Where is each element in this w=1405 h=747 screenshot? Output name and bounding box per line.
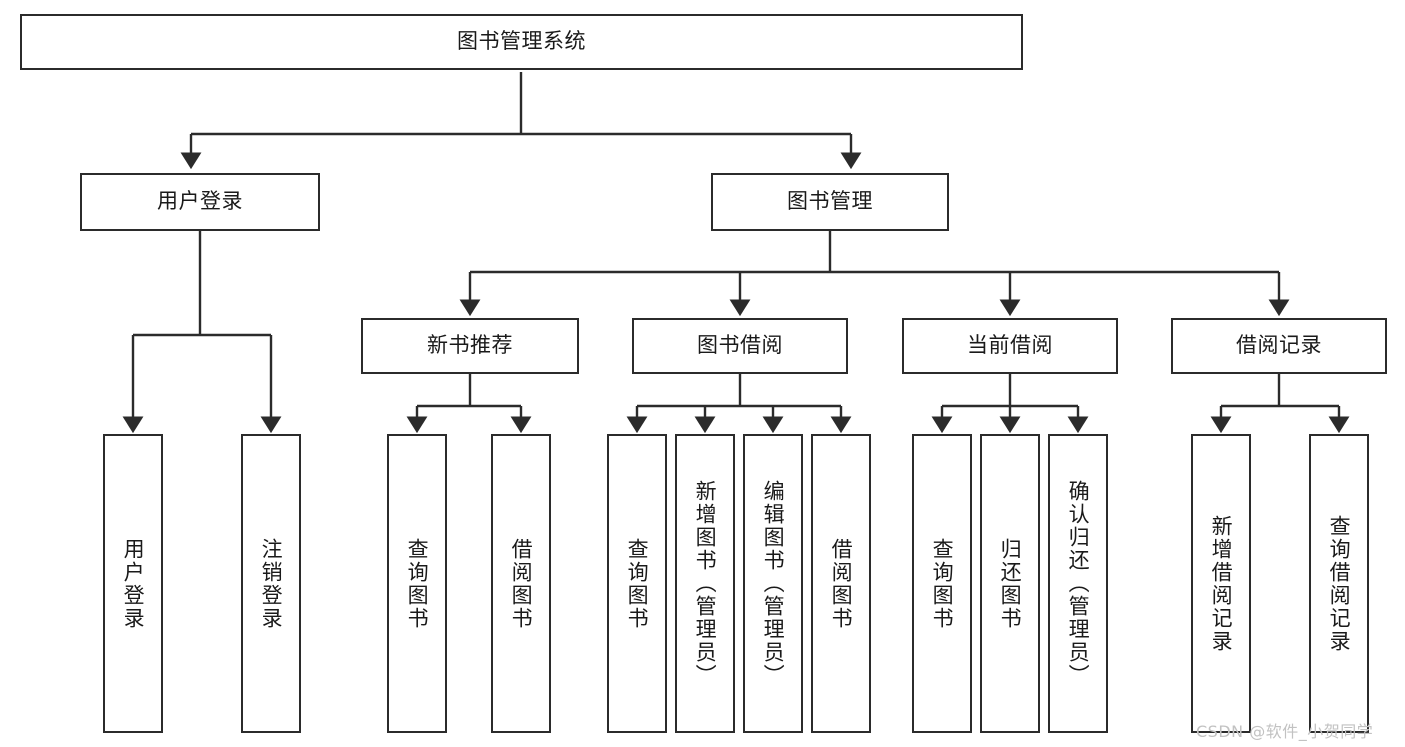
node-leaf-cur-query-label: 查询图书: [930, 537, 955, 630]
node-leaf-borrow-add-label: 新增图书（管理员）: [693, 480, 718, 687]
node-leaf-rec-query-label: 查询图书: [405, 537, 430, 630]
node-book-borrow-label: 图书借阅: [697, 333, 783, 358]
node-leaf-borrow-lend[interactable]: 借阅图书: [811, 434, 871, 733]
node-root-label: 图书管理系统: [457, 29, 586, 54]
node-book-borrow[interactable]: 图书借阅: [632, 318, 848, 374]
node-leaf-borrow-query-label: 查询图书: [625, 537, 650, 630]
node-leaf-rec-add[interactable]: 新增借阅记录: [1191, 434, 1251, 733]
node-borrow-record-label: 借阅记录: [1236, 333, 1322, 358]
node-leaf-cur-return-label: 归还图书: [998, 537, 1023, 630]
node-current-borrow[interactable]: 当前借阅: [902, 318, 1118, 374]
node-leaf-user-login[interactable]: 用户登录: [103, 434, 163, 733]
node-borrow-record[interactable]: 借阅记录: [1171, 318, 1387, 374]
node-leaf-borrow-edit-label: 编辑图书（管理员）: [761, 480, 786, 687]
node-book-manage[interactable]: 图书管理: [711, 173, 949, 231]
node-leaf-rec-query-record[interactable]: 查询借阅记录: [1309, 434, 1369, 733]
node-current-borrow-label: 当前借阅: [967, 333, 1053, 358]
node-new-book-rec-label: 新书推荐: [427, 333, 513, 358]
node-leaf-rec-query[interactable]: 查询图书: [387, 434, 447, 733]
node-leaf-borrow-query[interactable]: 查询图书: [607, 434, 667, 733]
node-leaf-cur-return[interactable]: 归还图书: [980, 434, 1040, 733]
node-leaf-borrow-lend-label: 借阅图书: [829, 537, 854, 630]
node-root[interactable]: 图书管理系统: [20, 14, 1023, 70]
node-user-login[interactable]: 用户登录: [80, 173, 320, 231]
node-leaf-cur-query[interactable]: 查询图书: [912, 434, 972, 733]
node-leaf-cur-confirm-label: 确认归还（管理员）: [1066, 480, 1091, 687]
node-leaf-cur-confirm[interactable]: 确认归还（管理员）: [1048, 434, 1108, 733]
node-leaf-user-logout-label: 注销登录: [259, 537, 284, 630]
node-book-manage-label: 图书管理: [787, 189, 873, 214]
node-leaf-user-login-label: 用户登录: [121, 537, 146, 630]
csdn-watermark: CSDN @软件_小贺同学: [1196, 722, 1374, 741]
node-leaf-borrow-edit[interactable]: 编辑图书（管理员）: [743, 434, 803, 733]
node-user-login-label: 用户登录: [157, 189, 243, 214]
node-leaf-rec-add-label: 新增借阅记录: [1209, 514, 1234, 653]
node-leaf-borrow-add[interactable]: 新增图书（管理员）: [675, 434, 735, 733]
node-new-book-rec[interactable]: 新书推荐: [361, 318, 579, 374]
node-leaf-rec-borrow-label: 借阅图书: [509, 537, 534, 630]
node-leaf-user-logout[interactable]: 注销登录: [241, 434, 301, 733]
node-leaf-rec-borrow[interactable]: 借阅图书: [491, 434, 551, 733]
node-leaf-rec-query-record-label: 查询借阅记录: [1327, 514, 1352, 653]
